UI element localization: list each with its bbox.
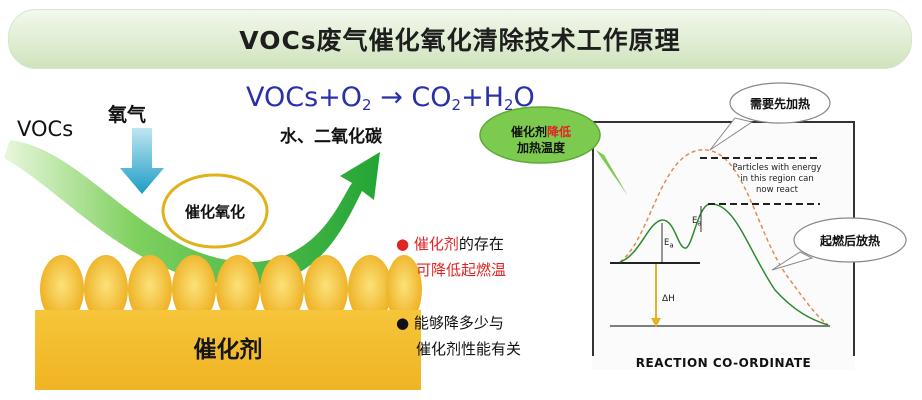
equation-rhs1: CO (411, 82, 452, 113)
title-bar: VOCs废气催化氧化清除技术工作原理 (8, 9, 912, 69)
delta-h-label: ΔH (662, 294, 675, 304)
particles-line-1: Particles with energy (732, 163, 822, 173)
bubble-left-line2: 加热温度 (516, 141, 565, 155)
ea-label-2-sub: a (697, 218, 702, 228)
note1-prefix: 催化剂 (413, 235, 459, 253)
black-bullet-icon: ● (396, 314, 410, 332)
ea-label-1-text: E (664, 238, 670, 248)
uncatalyzed-curve (619, 149, 829, 326)
equation-rhs2-sub: 2 (504, 96, 514, 114)
equation-rhs1-sub: 2 (451, 96, 462, 114)
reaction-circle-label: 催化氧化 (184, 203, 245, 221)
particles-line-3: now react (756, 185, 798, 195)
note2-line1: 能够降多少与 (413, 314, 504, 332)
page-title: VOCs废气催化氧化清除技术工作原理 (239, 26, 681, 55)
equation-lhs-sub: 2 (362, 96, 372, 114)
ea-label-1: Ea (664, 238, 674, 250)
equation-lhs: VOCs+O (246, 82, 363, 113)
catalyst-particles (40, 255, 422, 323)
oxygen-label: 氧气 (108, 104, 147, 126)
ea-label-2-text: E (692, 216, 698, 226)
note2-line2: 催化剂性能有关 (416, 340, 522, 358)
equation-rhs2: O (513, 82, 535, 113)
bubble-right-text: 起燃后放热 (819, 234, 880, 248)
speech-bubble-catalyst (479, 106, 628, 196)
reaction-equation: VOCs+O2 → CO2+H2O (246, 82, 535, 114)
ea-label-2: Ea (692, 216, 702, 228)
note-performance: ● 能够降多少与 催化剂性能有关 (396, 312, 521, 364)
oxygen-arrow-icon (120, 128, 164, 194)
ea-label-1-sub: a (669, 240, 674, 250)
reaction-circle (161, 173, 269, 249)
vocs-label: VOCs (17, 117, 74, 141)
speech-bubble-exothermic (771, 217, 907, 271)
equation-arrow: → (380, 82, 403, 113)
x-axis-label: REACTION CO-ORDINATE (592, 356, 855, 370)
products-label: 水、二氧化碳 (280, 127, 382, 147)
note1-rest: 的存在 (458, 235, 504, 253)
note1-line2: 可降低起燃温 (416, 261, 507, 279)
bubble-top-text: 需要先加热 (749, 97, 810, 111)
note-catalyst-lowers: ● 催化剂的存在 可降低起燃温 (396, 233, 506, 285)
speech-bubble-heat (709, 82, 831, 151)
catalyst-label: 催化剂 (193, 337, 263, 363)
catalyzed-curve (619, 203, 829, 326)
particles-line-2: in this region can (740, 174, 814, 184)
bubble-left-text: 催化剂降低 加热温度 (500, 124, 582, 156)
particles-note: Particles with energy in this region can… (722, 163, 832, 196)
bubble-left-prefix: 催化剂 (510, 125, 547, 139)
catalyst-base (35, 310, 421, 390)
bubble-left-red: 降低 (547, 125, 572, 139)
red-bullet-icon: ● (396, 235, 410, 253)
equation-plus: +H (461, 82, 504, 113)
